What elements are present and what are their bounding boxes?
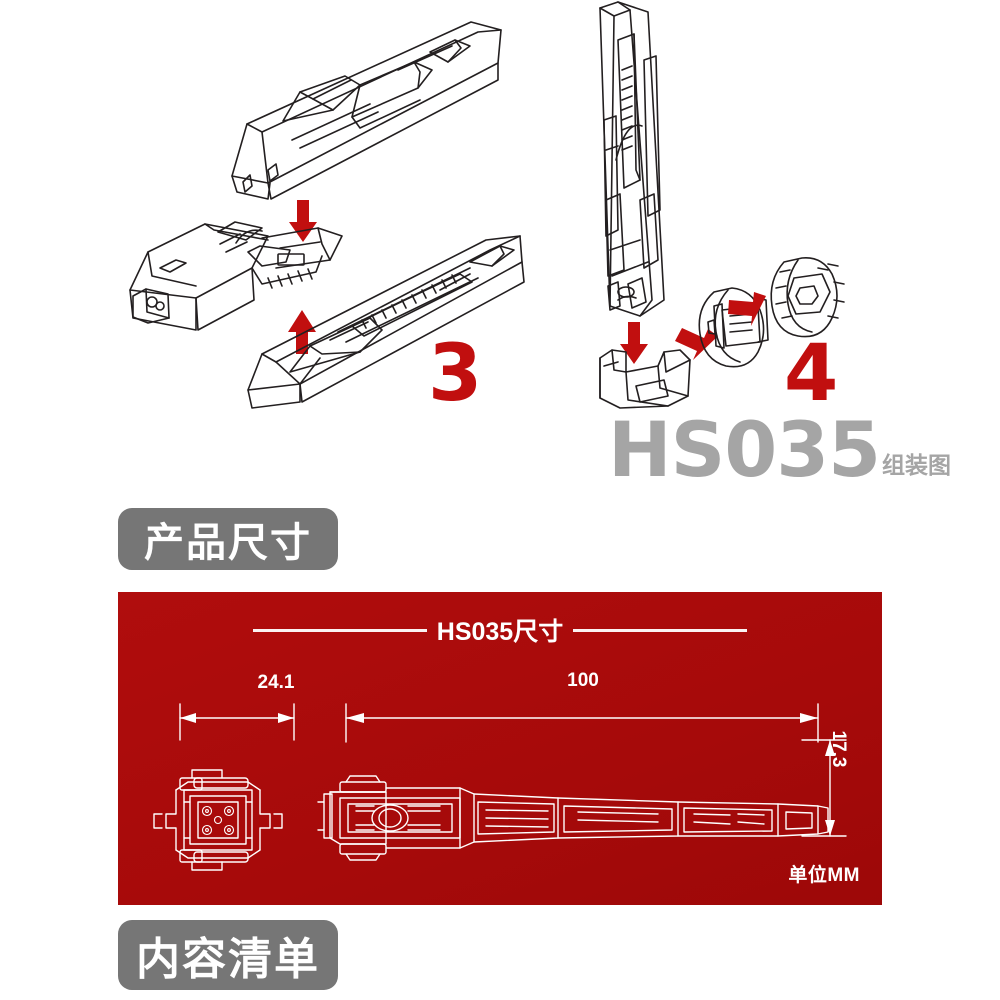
part-upper-shell xyxy=(231,21,502,200)
arrow-left-bracket xyxy=(675,328,718,360)
dimension-label-length: 100 xyxy=(567,670,599,691)
dim-line-length xyxy=(345,703,819,743)
title-rule-left xyxy=(252,628,427,632)
dimension-drawing xyxy=(153,703,847,871)
arrow-down-step3 xyxy=(289,200,317,242)
part-tapered-body xyxy=(599,1,665,317)
arrow-down-step4 xyxy=(620,322,648,364)
section-badge-content-list: 内容清单 xyxy=(118,920,338,990)
front-view-drawing xyxy=(153,769,283,871)
part-threaded-cap xyxy=(770,257,845,338)
part-inner-connector xyxy=(129,221,343,331)
wordmark-suffix: 组装图 xyxy=(881,451,951,478)
arrow-up-step3 xyxy=(288,310,316,354)
part-bracket xyxy=(599,349,691,409)
dimension-panel-title: HS035尺寸 xyxy=(118,612,882,648)
section-badge-product-size-label: 产品尺寸 xyxy=(144,521,312,565)
dim-line-width xyxy=(179,703,295,741)
part-lower-shell xyxy=(247,235,525,409)
wordmark-model: HS035 xyxy=(608,405,881,494)
arrow-left-cap xyxy=(728,292,766,326)
assembly-line-art: 3 xyxy=(129,1,845,419)
dimension-label-width: 24.1 xyxy=(257,672,295,693)
product-wordmark: HS035 组装图 xyxy=(608,405,951,494)
dimension-label-height: 17.3 xyxy=(828,730,849,768)
assembly-illustration: 3 xyxy=(129,1,845,419)
section-badge-product-size: 产品尺寸 xyxy=(118,508,338,570)
step-number-3: 3 xyxy=(428,329,482,419)
unit-note: 单位MM xyxy=(788,865,860,886)
dimension-panel: HS035尺寸 xyxy=(118,592,882,905)
title-rule-right xyxy=(573,628,748,632)
side-view-drawing xyxy=(317,775,829,861)
dimension-panel-title-label: HS035尺寸 xyxy=(436,618,564,646)
section-badge-content-list-label: 内容清单 xyxy=(136,935,320,984)
step-number-4: 4 xyxy=(784,329,838,419)
